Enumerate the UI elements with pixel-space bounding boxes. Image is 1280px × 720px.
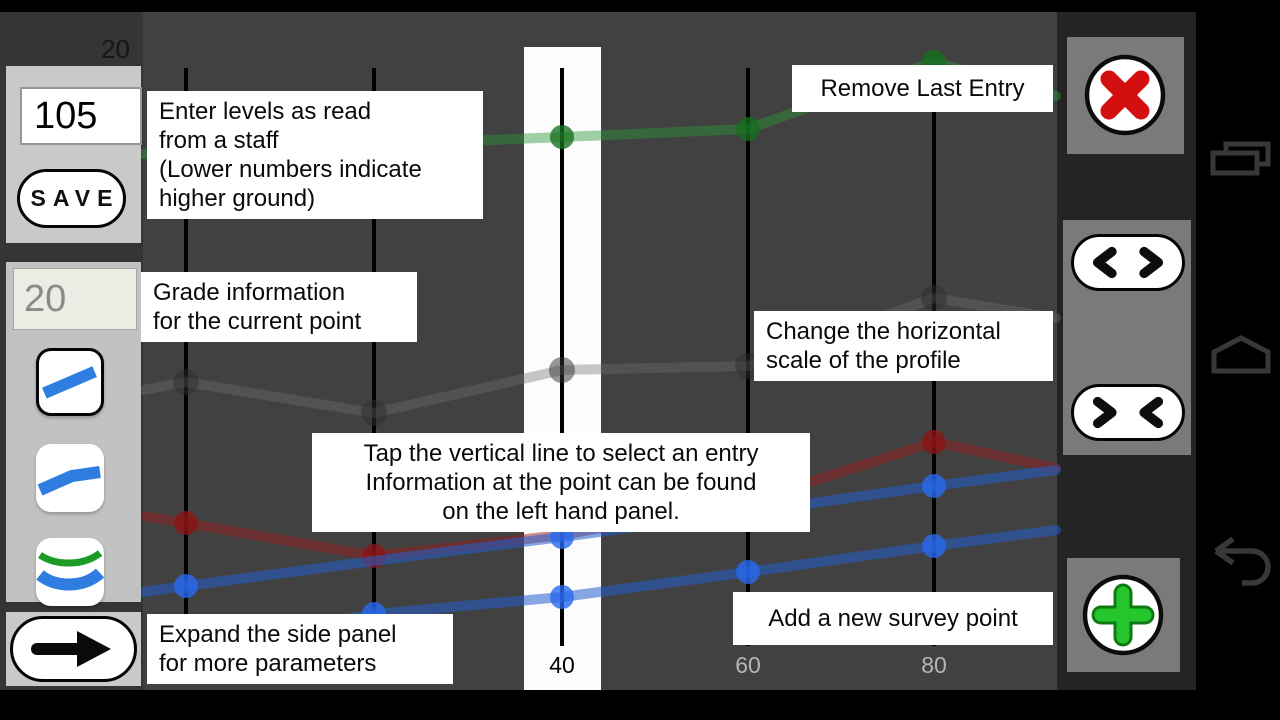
arrows-outward-icon <box>1092 246 1164 279</box>
add-survey-point-button[interactable] <box>1067 558 1180 672</box>
level-input[interactable] <box>20 87 142 145</box>
bottom-bar <box>0 690 1196 720</box>
shrink-scale-button[interactable] <box>1071 384 1185 441</box>
top-status-bar <box>0 0 1196 12</box>
blue-line-lower-point <box>922 534 946 558</box>
green-line-point <box>736 117 760 141</box>
red-line-point <box>922 430 946 454</box>
tooltip-add-point: Add a new survey point <box>733 592 1053 645</box>
level-entry-panel: SAVE <box>6 66 142 243</box>
home-icon[interactable] <box>1211 335 1271 374</box>
gray-line-point <box>921 285 947 311</box>
android-nav-bar <box>1196 0 1280 720</box>
blue-line-upper-point <box>174 574 198 598</box>
x-tick-label: 40 <box>549 652 575 678</box>
blue-line-lower-point <box>550 585 574 609</box>
tooltip-expand-panel: Expand the side panel for more parameter… <box>147 614 453 684</box>
straight-grade-icon <box>42 366 97 399</box>
x-tick-label: 80 <box>921 652 947 678</box>
straight-grade-button[interactable] <box>36 348 104 416</box>
tooltip-enter-levels: Enter levels as read from a staff (Lower… <box>147 91 483 219</box>
arrows-inward-icon <box>1092 396 1164 429</box>
gray-line-point <box>173 369 199 395</box>
double-curve-button[interactable] <box>36 538 105 606</box>
save-button[interactable]: SAVE <box>17 169 126 228</box>
gray-line-point <box>361 400 387 426</box>
gray-line-point <box>549 357 575 383</box>
green-line-point <box>550 125 574 149</box>
red-line-point <box>174 511 198 535</box>
red-x-icon <box>1084 54 1166 136</box>
horizontal-scale-panel <box>1063 220 1191 455</box>
right-arrow-icon <box>30 631 111 667</box>
tooltip-grade-info: Grade information for the current point <box>141 272 417 342</box>
expand-side-panel-button[interactable] <box>10 616 137 682</box>
expand-panel <box>6 612 141 686</box>
recents-icon[interactable] <box>1210 141 1271 176</box>
back-icon[interactable] <box>1214 536 1271 586</box>
crest-grade-icon <box>37 466 101 496</box>
remove-last-entry-button[interactable] <box>1067 37 1184 154</box>
tooltip-remove-last: Remove Last Entry <box>792 65 1053 112</box>
green-plus-icon <box>1082 574 1164 656</box>
grade-input[interactable] <box>13 268 137 330</box>
vertical-scale-label: 20 <box>101 34 130 64</box>
blue-line-lower-point <box>736 560 760 584</box>
blue-line-upper-point <box>922 474 946 498</box>
expand-scale-button[interactable] <box>1071 234 1185 291</box>
grade-panel <box>6 262 141 606</box>
x-tick-label: 60 <box>735 652 761 678</box>
tooltip-tap-line: Tap the vertical line to select an entry… <box>312 433 810 532</box>
crest-grade-button[interactable] <box>36 444 104 512</box>
tooltip-change-scale: Change the horizontal scale of the profi… <box>754 311 1053 381</box>
double-curve-icon <box>36 550 105 591</box>
